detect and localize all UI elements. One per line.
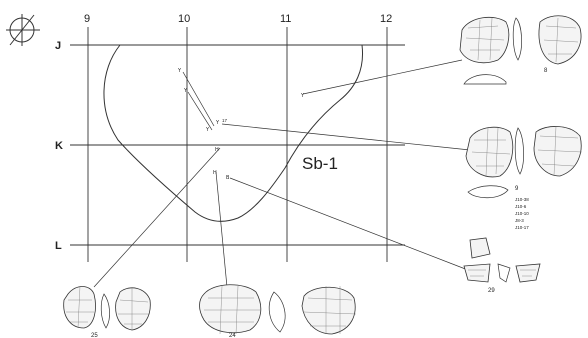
grid-column-label: 12 (380, 13, 392, 25)
artifact-8-drawing (459, 15, 582, 85)
artifact-9-drawing (465, 125, 583, 199)
find-symbol: H (215, 147, 219, 153)
artifact-ref: J10-38 (515, 197, 529, 202)
find-symbol: Y (215, 120, 220, 126)
artifact-number: 8 (544, 68, 548, 74)
grid-row-label: J (55, 40, 61, 52)
find-symbol: H (213, 170, 217, 176)
artifact-ref: J10-17 (515, 225, 529, 230)
leader-lines (93, 59, 471, 288)
grid-lines (70, 27, 405, 262)
find-tag: 17 (222, 118, 228, 123)
artifact-number: 9 (515, 186, 519, 192)
find-symbol: Y (300, 93, 305, 99)
find-symbol: Y (183, 88, 188, 94)
find-symbol: B (226, 175, 230, 181)
find-symbol: Y (177, 68, 182, 74)
grid-row-label: K (55, 140, 63, 152)
artifact-number: 25 (91, 333, 98, 338)
grid-column-label: 11 (280, 13, 291, 25)
artifact-ref: J10-6 (515, 204, 527, 209)
artifact-25-drawing (63, 285, 151, 331)
feature-label: Sb-1 (302, 154, 338, 173)
artifact-number: 29 (488, 288, 495, 294)
artifact-ref: J8-3 (515, 218, 524, 223)
artifact-number: 24 (229, 333, 236, 338)
find-symbol: Y (205, 127, 210, 133)
grid-column-label: 10 (178, 13, 190, 25)
grid-column-label: 9 (84, 13, 90, 25)
artifact-24-drawing (199, 284, 357, 335)
artifact-29-drawing (463, 237, 541, 283)
north-arrow-icon (6, 14, 40, 46)
grid-row-label: L (55, 240, 62, 252)
artifact-ref: J10-10 (515, 211, 529, 216)
pit-outline (103, 44, 364, 222)
